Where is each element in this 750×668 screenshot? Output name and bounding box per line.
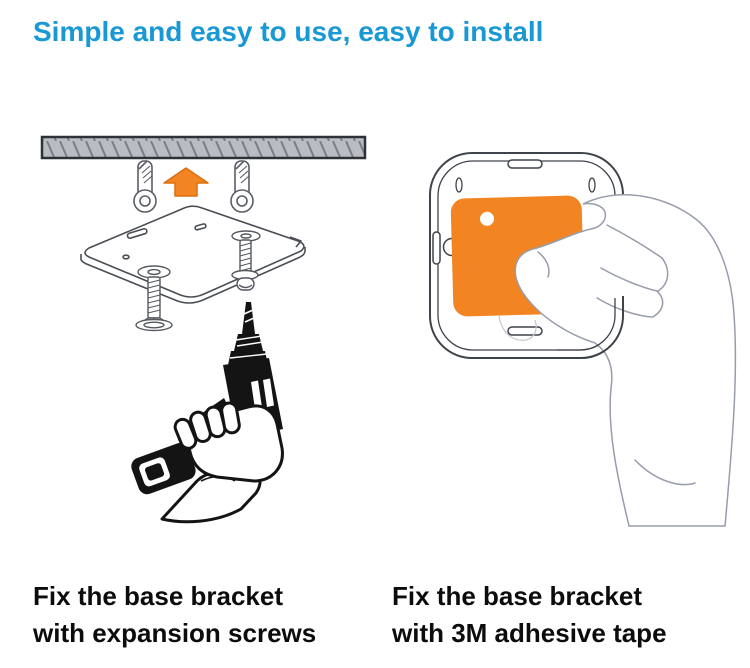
caption-right-line1: Fix the base bracket bbox=[392, 581, 642, 611]
tape-hole bbox=[480, 211, 495, 226]
wall-anchor-right bbox=[230, 160, 254, 213]
screw-hole-right bbox=[588, 177, 596, 193]
caption-right: Fix the base bracket with 3M adhesive ta… bbox=[392, 578, 667, 652]
screw-left bbox=[135, 265, 173, 332]
screw-hole-left bbox=[455, 177, 463, 193]
battery-pack bbox=[131, 443, 196, 495]
fingertip-outline bbox=[498, 314, 537, 341]
drill-illustration bbox=[131, 302, 284, 524]
wall-anchor-left bbox=[133, 160, 157, 213]
side-slot-left bbox=[432, 231, 441, 265]
adhesive-tape-illustration bbox=[429, 152, 737, 527]
caption-left-line2: with expansion screws bbox=[33, 618, 317, 648]
expansion-screws-illustration bbox=[40, 135, 367, 524]
mount-slot-top bbox=[507, 159, 543, 169]
page-title: Simple and easy to use, easy to install bbox=[33, 16, 544, 47]
caption-right-line2: with 3M adhesive tape bbox=[392, 618, 667, 648]
hand-illustration bbox=[514, 194, 737, 527]
caption-left: Fix the base bracket with expansion scre… bbox=[33, 578, 316, 652]
mount-slot-bottom bbox=[507, 326, 543, 336]
caption-left-line1: Fix the base bracket bbox=[33, 581, 283, 611]
screw-right bbox=[231, 230, 261, 291]
up-arrow-icon bbox=[163, 167, 209, 197]
base-bracket bbox=[80, 205, 306, 304]
device-corner-overlay bbox=[545, 296, 624, 359]
hand-holding-drill bbox=[160, 401, 284, 524]
ceiling-bar bbox=[40, 135, 367, 160]
